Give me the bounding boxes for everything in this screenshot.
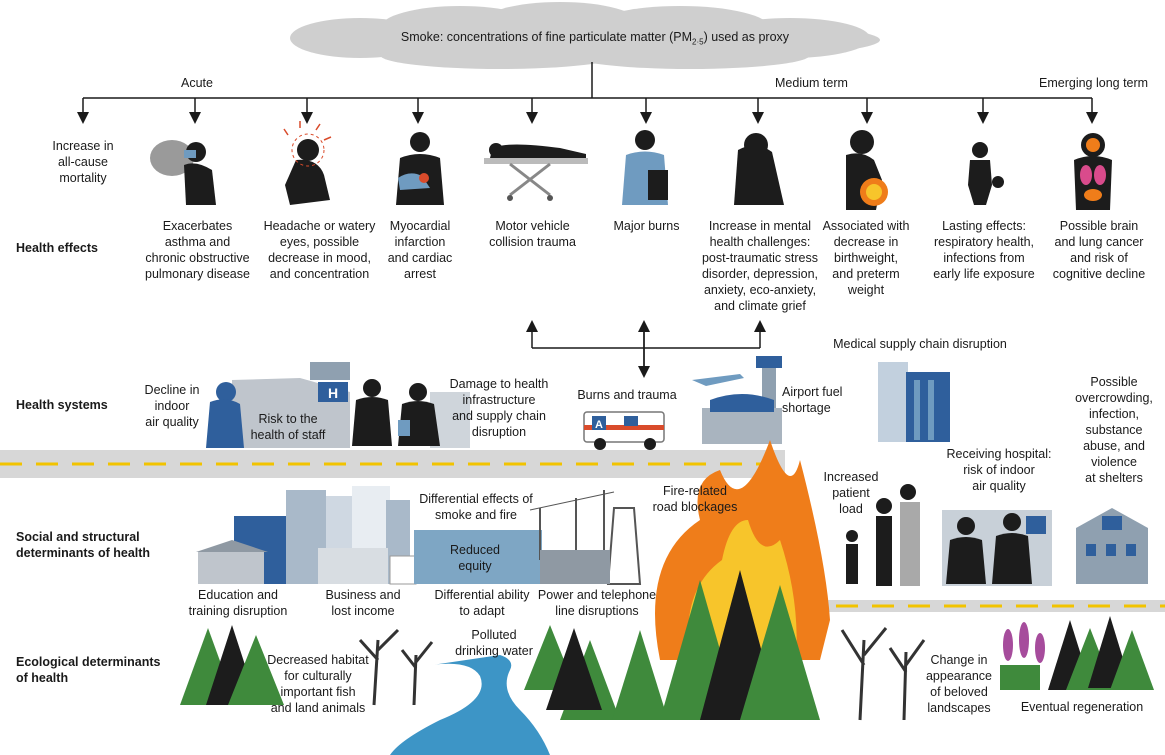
effect-major-burns: Major burns xyxy=(613,219,680,233)
staff-doctors-icon xyxy=(352,379,440,446)
ambulance-icon: A xyxy=(583,411,665,450)
row-label-health-effects: Health effects xyxy=(16,241,98,255)
road xyxy=(0,450,1165,612)
hospital-h-sign: H xyxy=(328,385,338,401)
timeline-long-label: Emerging long term xyxy=(1039,76,1149,90)
eco-regeneration: Eventual regeneration xyxy=(1020,700,1144,714)
timeline-arrows xyxy=(77,62,1098,124)
receiving-hospital-icon xyxy=(942,510,1052,586)
svg-text:H: H xyxy=(328,385,338,401)
burns-person-icon xyxy=(622,130,668,205)
child-icon xyxy=(968,142,1004,205)
heart-attack-person-icon xyxy=(396,132,444,205)
timeline-acute-label: Acute xyxy=(181,76,213,90)
pregnant-person-icon xyxy=(846,130,888,210)
row-label-ecological: Ecological determinants of health xyxy=(16,654,160,686)
airport-icon xyxy=(702,356,782,444)
burnt-trees-left xyxy=(358,628,434,706)
person-coughing-icon xyxy=(206,382,244,448)
stretcher-icon xyxy=(484,143,588,201)
shelter-building-icon xyxy=(1076,508,1148,584)
smoke-cloud xyxy=(290,2,880,69)
damaged-hospital xyxy=(232,362,470,448)
reduced-equity-box xyxy=(414,530,542,584)
systems-arrows xyxy=(526,320,766,378)
city-buildings-icon xyxy=(878,362,950,442)
trees-left xyxy=(180,625,284,705)
sad-person-icon xyxy=(734,133,784,205)
svg-text:A: A xyxy=(595,419,603,431)
river xyxy=(390,655,550,755)
row-label-social: Social and structural determinants of hea… xyxy=(16,529,150,561)
timeline-medium-label: Medium term xyxy=(775,76,848,90)
city-skyline xyxy=(196,486,417,585)
asthma-person-icon xyxy=(150,140,216,205)
system-burns-trauma: Burns and trauma xyxy=(577,388,677,402)
row-label-health-systems: Health systems xyxy=(16,398,108,412)
fireweed-flowers-icon xyxy=(1000,622,1045,690)
system-medical-supply: Medical supply chain disruption xyxy=(833,337,1007,351)
effect-lasting: Lasting effects:respiratory health,infec… xyxy=(933,219,1035,281)
power-lines-icon xyxy=(529,490,642,585)
row-label-social-line2: determinants of health xyxy=(16,546,151,560)
row-label-ecological-line2: of health xyxy=(16,671,69,685)
row-label-ecological-line1: Ecological determinants xyxy=(16,655,161,669)
row-label-social-line1: Social and structural xyxy=(16,530,140,544)
burnt-trees-right xyxy=(840,627,926,721)
trees-center xyxy=(524,570,820,720)
headache-person-icon xyxy=(283,121,332,205)
trees-right xyxy=(1048,616,1154,690)
airplane-icon xyxy=(692,374,744,386)
evacuating-family-icon xyxy=(846,484,920,586)
smoke-label: Smoke: concentrations of fine particulat… xyxy=(400,30,790,47)
organs-icon xyxy=(1074,133,1112,210)
